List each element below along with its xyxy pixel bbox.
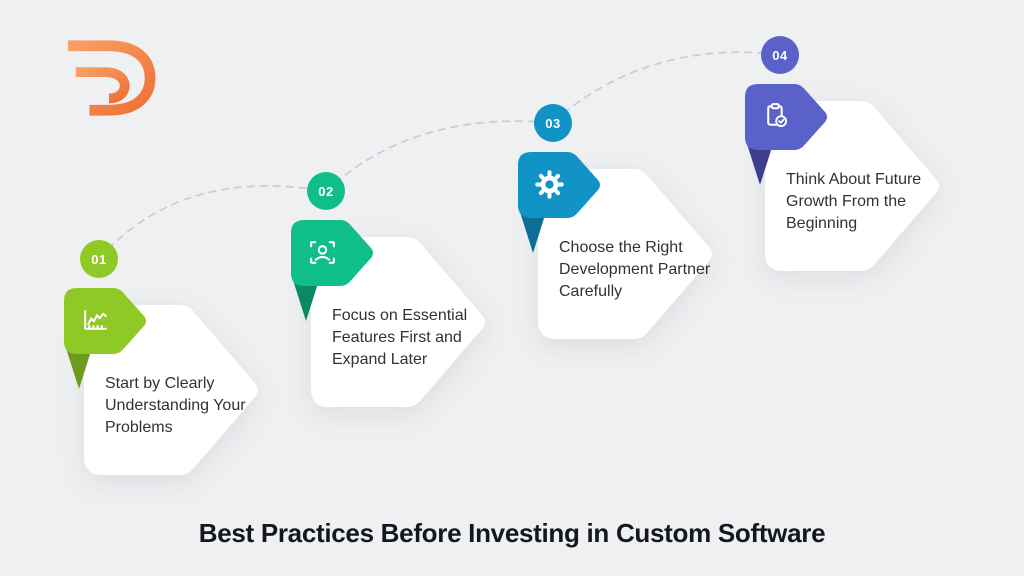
step-number-badge: 03 — [534, 104, 572, 142]
user-focus-icon — [310, 241, 335, 264]
badge-shape — [291, 220, 373, 321]
step-number-badge: 01 — [80, 240, 118, 278]
step-title: Start by Clearly Understanding Your Prob… — [105, 375, 246, 437]
badge-shape — [64, 288, 146, 389]
badge-shape — [745, 84, 827, 185]
td-logo — [67, 40, 156, 116]
step-icon-badge — [745, 84, 831, 188]
step-icon-badge — [291, 220, 377, 324]
step-number-badge: 04 — [761, 36, 799, 74]
step-card: Start by Clearly Understanding Your Prob… — [78, 301, 264, 487]
step-title: Choose the Right Development Partner Car… — [559, 239, 711, 301]
step-card: Choose the Right Development Partner Car… — [532, 165, 718, 351]
card-hexagon-shape — [311, 237, 485, 407]
card-hexagon-shape — [538, 169, 712, 339]
card-hexagon-shape — [84, 305, 258, 475]
step-icon-badge — [518, 152, 604, 256]
infographic-title: Best Practices Before Investing in Custo… — [198, 518, 826, 548]
step-title: Focus on Essential Features First and Ex… — [332, 307, 468, 369]
card-hexagon-shape — [765, 101, 939, 271]
step-title: Think About Future Growth From the Begin… — [786, 171, 922, 233]
clipboard-check-icon — [767, 103, 788, 128]
step-card: Focus on Essential Features First and Ex… — [305, 233, 491, 419]
line-chart-icon — [84, 310, 107, 330]
gear-icon — [535, 170, 564, 199]
step-card: Think About Future Growth From the Begin… — [759, 97, 945, 283]
step-number-badge: 02 — [307, 172, 345, 210]
step-icon-badge — [64, 288, 150, 392]
badge-shape — [518, 152, 600, 253]
